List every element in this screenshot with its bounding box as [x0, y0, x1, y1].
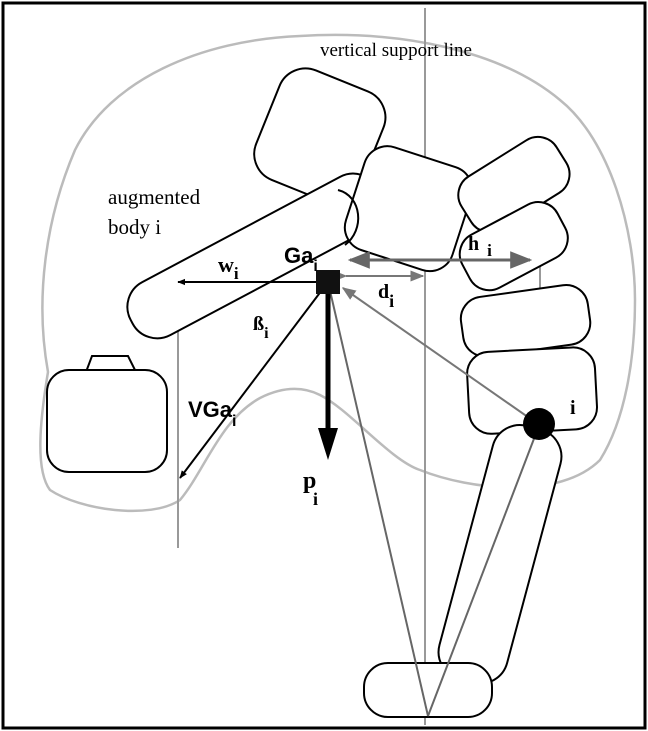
beta-label-sub: i — [264, 325, 269, 342]
d-label: di — [378, 281, 394, 311]
ga-label: Gai — [284, 243, 318, 275]
joint-to-ga-line — [341, 287, 536, 423]
joint-i-marker — [523, 408, 555, 440]
p-label-sub: i — [313, 489, 318, 509]
support-line-left — [327, 281, 429, 717]
beta-label-base: ß — [253, 313, 264, 335]
hand-block — [46, 369, 168, 473]
h-label-base: h — [468, 233, 479, 255]
ga-label-sub: i — [313, 258, 317, 275]
beta-label: ßi — [253, 313, 269, 342]
d-label-sub: i — [389, 291, 394, 311]
p-arrow-head — [318, 428, 338, 460]
vga-arrow — [179, 281, 329, 479]
foot-block — [363, 662, 493, 718]
h-label-sub: i — [487, 241, 492, 260]
w-label-sub: i — [234, 264, 239, 283]
vga-label: VGai — [188, 397, 236, 430]
joint-i-label: i — [570, 397, 576, 419]
ga-label-base: Ga — [284, 243, 314, 268]
support-line-right — [427, 422, 541, 717]
ga-center-of-mass-marker — [316, 270, 340, 294]
vga-label-base: VGa — [188, 397, 233, 422]
w-label: wi — [218, 252, 239, 283]
vertical-support-line-label: vertical support line — [320, 40, 472, 61]
vga-label-sub: i — [232, 413, 236, 430]
d-label-base: d — [378, 281, 389, 303]
w-label-base: w — [218, 252, 234, 277]
augmented-label-line2: body i — [108, 215, 161, 239]
shoulder-curve — [337, 189, 360, 246]
augmented-label-line1: augmented — [108, 185, 201, 209]
p-label-base: p — [303, 468, 316, 494]
augmented-body-envelope — [39, 33, 637, 513]
